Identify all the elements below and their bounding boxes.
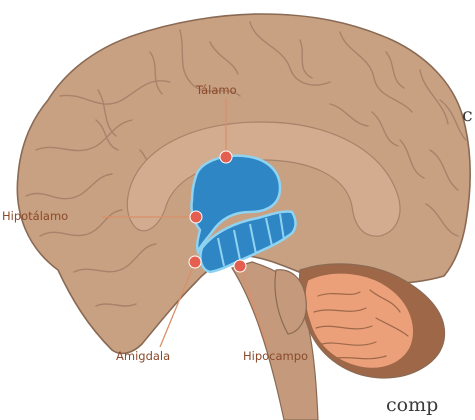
thalamus-marker [220, 151, 232, 163]
clipped-text-bottom: comp [386, 394, 438, 416]
hippocampus-label: Hipocampo [243, 349, 308, 363]
amygdala-marker [189, 256, 201, 268]
amygdala-label: Amigdala [116, 349, 170, 363]
hippocampus-marker [234, 260, 246, 272]
thalamus-label: Tálamo [196, 83, 237, 97]
clipped-text-top: c [462, 104, 473, 126]
hypothalamus-label: Hipotálamo [2, 209, 68, 223]
hypothalamus-marker [190, 211, 202, 223]
